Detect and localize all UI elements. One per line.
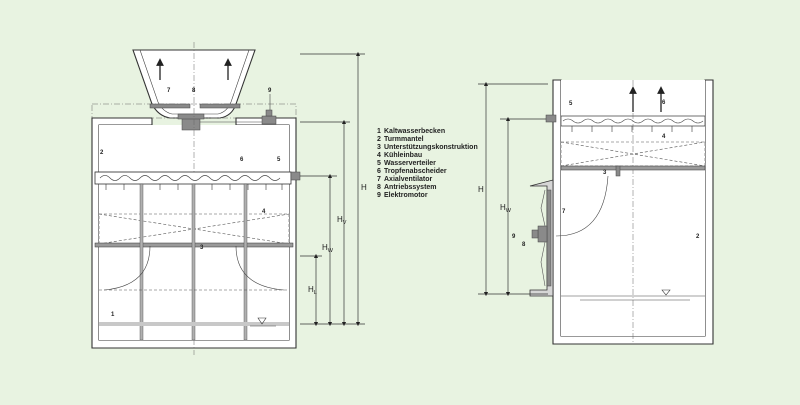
right-callout-6: 6 xyxy=(662,100,666,106)
left-callout-4: 4 xyxy=(262,209,266,215)
right-dim-H: H xyxy=(478,185,484,194)
right-support-structure xyxy=(560,165,706,171)
legend-item-label: Kühleinbau xyxy=(384,152,422,159)
right-callout-2: 2 xyxy=(696,234,700,240)
right-callout-4: 4 xyxy=(662,134,666,140)
left-callout-9: 9 xyxy=(268,88,272,94)
legend-item-label: Kaltwasserbecken xyxy=(384,128,445,135)
legend-item-label: Antriebssystem xyxy=(384,184,437,191)
left-columns xyxy=(139,183,248,341)
left-callout-5: 5 xyxy=(277,157,281,163)
legend-item-number: 2 xyxy=(377,136,381,143)
legend-item-label: Wasserverteiler xyxy=(384,160,436,167)
right-axial-fan xyxy=(546,189,552,287)
legend-item-label: Tropfenabscheider xyxy=(384,168,447,175)
left-fan-blade-right xyxy=(199,103,241,109)
legend-item-label: Turmmantel xyxy=(384,136,424,143)
legend-item-label: Axialventilator xyxy=(384,176,433,183)
left-callout-6: 6 xyxy=(240,157,244,163)
left-water-distributor xyxy=(94,171,292,185)
right-callout-8: 8 xyxy=(522,242,526,248)
legend-item-number: 9 xyxy=(377,192,381,199)
left-dim-HV: HV xyxy=(337,215,347,226)
left-tower-diagram: H HV HW HL 7 8 9 2 6 5 4 3 1 xyxy=(91,42,367,355)
legend-item-number: 4 xyxy=(377,152,381,159)
right-callout-5: 5 xyxy=(569,101,573,107)
left-callout-8: 8 xyxy=(192,88,196,94)
legend-item-number: 6 xyxy=(377,168,381,175)
right-callout-9: 9 xyxy=(512,234,516,240)
left-dim-HW: HW xyxy=(322,243,334,254)
legend-item-number: 7 xyxy=(377,176,381,183)
legend-item-label: Unterstützungskonstruktion xyxy=(384,144,478,151)
legend-item-number: 1 xyxy=(377,128,381,135)
legend-item-label: Elektromotor xyxy=(384,192,428,199)
right-tower-diagram: H HW 5 6 4 3 7 9 8 2 xyxy=(478,79,714,345)
left-drive-system xyxy=(181,117,201,131)
legend-item-number: 5 xyxy=(377,160,381,167)
legend-item-number: 8 xyxy=(377,184,381,191)
legend-item-number: 3 xyxy=(377,144,381,151)
left-dim-H: H xyxy=(361,183,367,192)
right-dim-HW: HW xyxy=(500,203,512,214)
left-callout-2: 2 xyxy=(100,150,104,156)
left-callout-1: 1 xyxy=(111,312,115,318)
left-fan-blade-left xyxy=(149,103,191,109)
right-callout-7: 7 xyxy=(562,209,566,215)
left-electric-motor xyxy=(261,115,277,125)
left-callout-3: 3 xyxy=(200,245,204,251)
left-callout-7: 7 xyxy=(167,88,171,94)
left-dim-HL: HL xyxy=(308,285,317,296)
right-callout-3: 3 xyxy=(603,170,607,176)
